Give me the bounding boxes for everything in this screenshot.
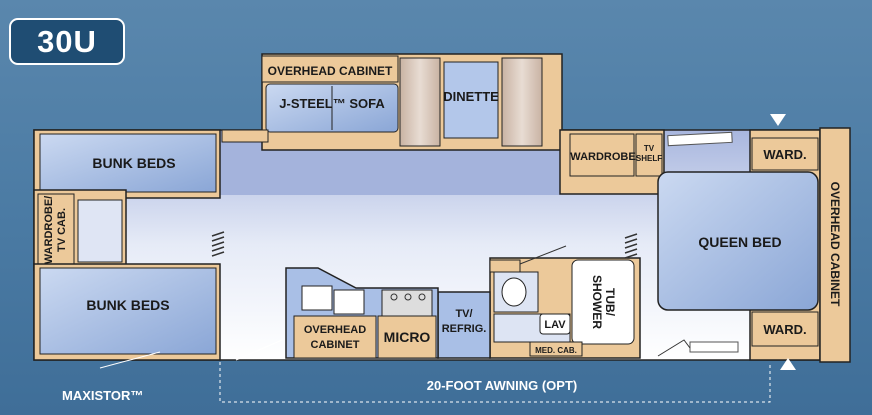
bunk-beds-bottom: [39, 267, 217, 355]
bunk-beds-top-label: BUNK BEDS: [92, 155, 175, 171]
medicine-cabinet: [529, 341, 583, 357]
tv-refrig-label-2: REFRIG.: [442, 323, 487, 335]
model-badge: 30U: [9, 18, 125, 65]
dinette-seat-right: [501, 57, 543, 147]
wardrobe-tv-cabinet-front: [37, 193, 75, 267]
sink-right: [333, 289, 365, 315]
ward-top-label: WARD.: [763, 147, 806, 162]
tub-shower: [571, 259, 635, 345]
overhead-cabinet-bottom-label-2: CABINET: [311, 339, 360, 351]
dinette-label: DINETTE: [443, 89, 499, 104]
maxistor-label: MAXISTOR™: [62, 388, 143, 403]
sofa-label: J-STEEL™ SOFA: [279, 96, 385, 111]
overhead-cabinet-top-label: OVERHEAD CABINET: [268, 64, 393, 78]
overhead-cabinet-right: [819, 127, 851, 363]
skylight-top: [667, 131, 733, 147]
maxistor-leader: [99, 351, 161, 369]
overhead-cabinet-right-label: OVERHEAD CABINET: [828, 182, 842, 307]
overhead-cabinet-bottom-label-1: OVERHEAD: [304, 324, 366, 336]
wardrobe-top: [751, 137, 819, 171]
wardrobe-label: WARDROBE: [570, 151, 635, 163]
bunk-beds-top: [39, 133, 217, 193]
ward-bottom-label: WARD.: [763, 322, 806, 337]
wardrobe-bottom: [751, 311, 819, 347]
bath-door-swing: [519, 245, 567, 265]
slide-indicator-top-icon: [770, 114, 786, 126]
dinette-seat-left: [399, 57, 441, 147]
dinette-table: [443, 61, 499, 139]
lav: [539, 313, 571, 335]
side-cabinet: [221, 129, 269, 143]
med-cab-label: MED. CAB.: [535, 346, 577, 355]
microwave: [377, 315, 437, 359]
sink-left: [301, 285, 333, 311]
toilet: [501, 277, 527, 307]
overhead-cabinet-top: [261, 55, 399, 83]
window-blinds-left: [211, 231, 225, 257]
bunk-ladder-area: [77, 199, 123, 263]
entry-door-bedroom: [657, 339, 691, 357]
tv-refrig-label-1: TV/: [455, 308, 472, 320]
burners: [390, 293, 426, 301]
model-number: 30U: [37, 23, 97, 59]
awning-label: 20-FOOT AWNING (OPT): [427, 378, 577, 393]
window-blinds-right: [624, 233, 638, 259]
wardrobe-tv-cab-label-2: TV CAB.: [56, 208, 68, 252]
tub-label-1: TUB/: [603, 288, 617, 317]
tv-refrigerator: [437, 291, 491, 359]
skylight-bottom: [689, 341, 739, 353]
awning-outline: [219, 362, 771, 403]
entry-door-swing: [235, 339, 283, 361]
overhead-cabinet-bottom: [293, 315, 377, 359]
wardrobe-tv-cab-label-1: WARDROBE/: [43, 196, 55, 264]
bunk-beds-bottom-label: BUNK BEDS: [86, 297, 169, 313]
wardrobe: [569, 133, 635, 177]
tv-shelf: [635, 133, 663, 177]
slide-indicator-bottom-icon: [780, 358, 796, 370]
queen-bed: [657, 171, 819, 311]
bath-shelf: [489, 259, 521, 273]
tv-shelf-label-1: TV: [644, 144, 655, 153]
tub-label-2: SHOWER: [590, 275, 604, 329]
micro-label: MICRO: [384, 329, 431, 345]
queen-bed-label: QUEEN BED: [698, 234, 781, 250]
lav-label: LAV: [544, 319, 566, 331]
tv-shelf-label-2: SHELF: [636, 154, 662, 163]
